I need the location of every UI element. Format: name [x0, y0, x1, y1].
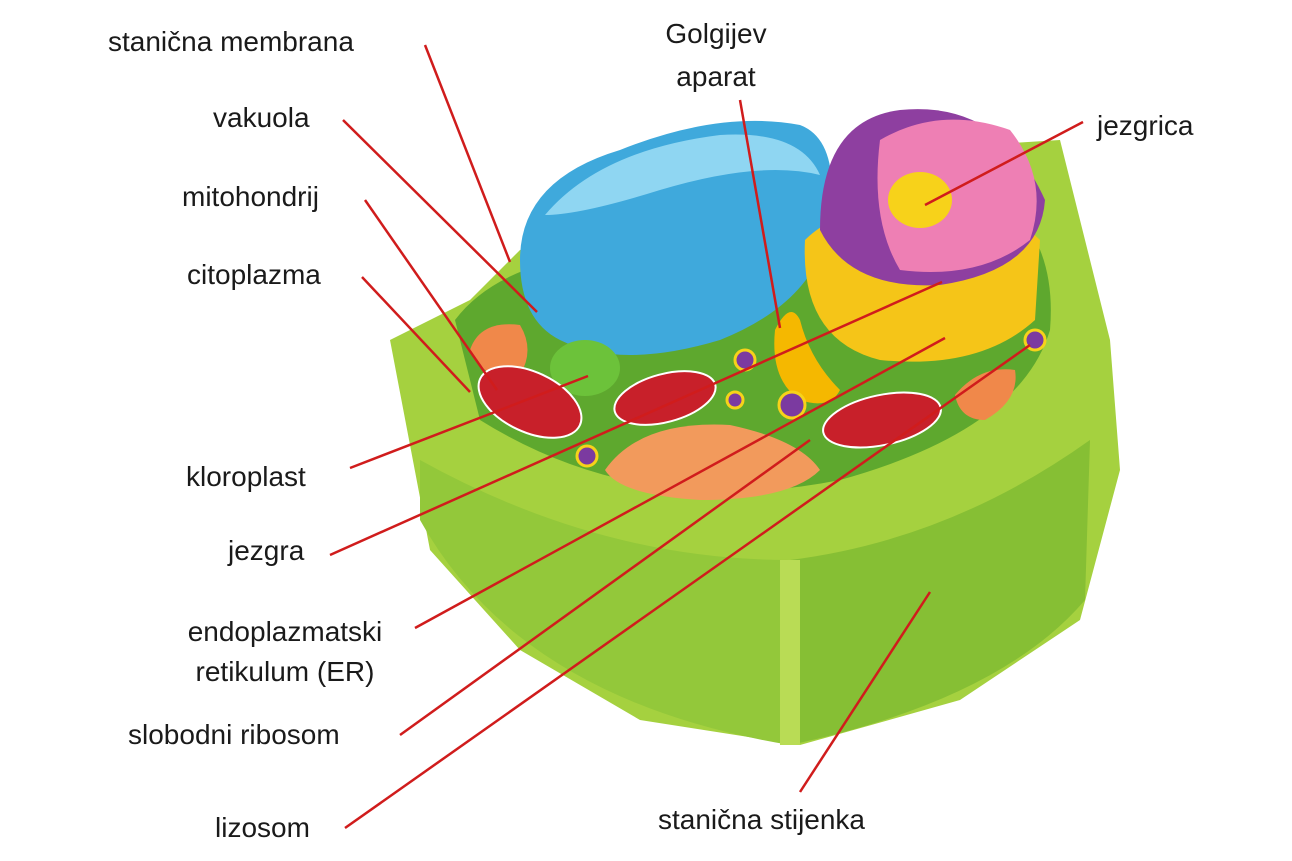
leader-line-cytoplasm	[361, 276, 471, 393]
leader-line-ribosome	[399, 438, 811, 737]
lysosomes	[575, 328, 1047, 468]
label-cell-wall: stanična stijenka	[658, 804, 866, 835]
label-er-line1: endoplazmatski	[187, 616, 383, 647]
golgi-apparatus	[774, 312, 840, 404]
leader-line-er	[414, 336, 946, 630]
label-cytoplasm: citoplazma	[187, 259, 321, 290]
leader-line-chloroplast	[349, 374, 589, 470]
leader-line-nucleolus	[924, 120, 1084, 207]
nucleolus	[888, 172, 952, 228]
leader-line-mitochondrion	[363, 199, 499, 391]
label-nucleolus: jezgrica	[1097, 110, 1194, 141]
mitochondria	[477, 365, 942, 449]
label-nucleus: jezgra	[228, 535, 305, 566]
leader-line-lysosome	[344, 343, 1031, 830]
label-chloroplast: kloroplast	[186, 461, 306, 492]
chloroplast	[955, 369, 1016, 420]
leader-line-cell-wall	[798, 591, 932, 793]
leader-line-membrane	[423, 44, 512, 263]
label-free-ribosome: slobodni ribosom	[128, 719, 340, 750]
label-golgi: Golgijev aparat	[636, 12, 796, 98]
label-lysosome: lizosom	[215, 812, 310, 843]
label-golgi-line2: aparat	[676, 61, 756, 92]
label-er-line2: retikulum (ER)	[195, 656, 375, 687]
label-er: endoplazmatski retikulum (ER)	[160, 612, 410, 692]
label-golgi-line1: Golgijev	[665, 18, 767, 49]
chloroplast	[550, 340, 620, 396]
leader-line-nucleus	[329, 280, 943, 557]
leader-line-golgi	[738, 99, 782, 329]
label-cell-membrane: stanična membrana	[108, 26, 354, 57]
nucleus	[804, 109, 1045, 362]
chloroplast	[470, 324, 528, 376]
label-vacuole: vakuola	[213, 102, 310, 133]
label-mitochondrion: mitohondrij	[182, 181, 319, 212]
leader-lines	[329, 44, 1084, 830]
chloroplast	[605, 424, 820, 500]
leader-line-vacuole	[342, 119, 538, 313]
